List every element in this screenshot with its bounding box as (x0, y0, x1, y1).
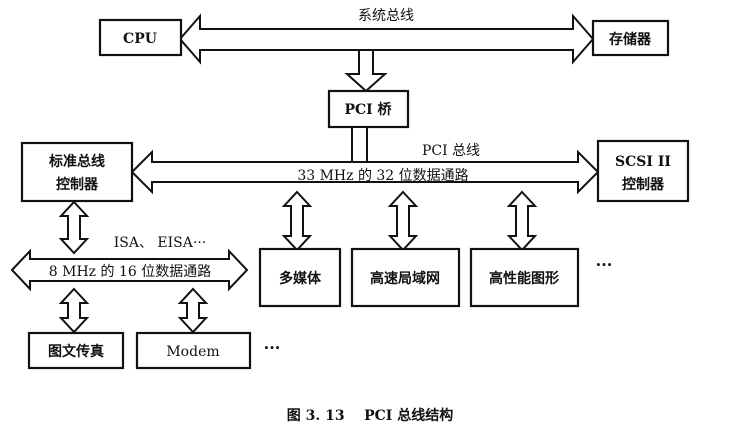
modem-link-arrow (177, 287, 209, 334)
scsi-controller-box (596, 139, 690, 203)
graphics-label: 高性能图形 (489, 270, 559, 287)
system-bus-label: 系统总线 (358, 8, 414, 24)
modem-box (135, 331, 252, 370)
lan-link-arrow (387, 190, 419, 252)
scsi-controller-label-2: 控制器 (622, 176, 665, 193)
cpu-box (98, 18, 183, 57)
isa-path-label: 8 MHz 的 16 位数据通路 (49, 264, 211, 280)
fax-box (27, 331, 125, 370)
scsi-controller-label-1: SCSI II (615, 154, 671, 170)
std-bus-controller-label-2: 控制器 (56, 176, 99, 193)
pci-path-label: 33 MHz 的 32 位数据通路 (297, 168, 468, 184)
multimedia-box (258, 247, 342, 308)
isa-devices-ellipsis: ··· (264, 338, 281, 357)
figure-caption: 图 3. 13 PCI 总线结构 (287, 407, 453, 424)
std-bus-controller-label-1: 标准总线 (48, 153, 105, 170)
lan-label: 高速局域网 (370, 270, 440, 287)
pci-bus-label: PCI 总线 (422, 143, 480, 159)
graphics-box (469, 247, 580, 308)
multimedia-label: 多媒体 (279, 270, 322, 287)
modem-label: Modem (166, 344, 219, 360)
pci-bridge-box (327, 89, 410, 129)
cpu-label: CPU (123, 31, 157, 47)
isa-bus-arrow (10, 248, 249, 292)
graphics-link-arrow (506, 190, 538, 252)
pci-bridge-label: PCI 桥 (344, 101, 392, 118)
std-bus-controller-box (20, 141, 134, 203)
multimedia-link-arrow (281, 190, 313, 252)
isa-types-label: ISA、 EISA··· (114, 235, 206, 251)
pci-devices-ellipsis: ··· (596, 255, 613, 274)
bridge-link-arrow (344, 49, 388, 93)
bridge-to-pci-connector (351, 126, 368, 163)
fax-label: 图文传真 (48, 343, 104, 360)
memory-label: 存储器 (609, 31, 652, 48)
memory-box (591, 19, 670, 57)
fax-link-arrow (58, 287, 90, 334)
std-controller-link-arrow (58, 200, 90, 255)
lan-box (350, 247, 461, 308)
